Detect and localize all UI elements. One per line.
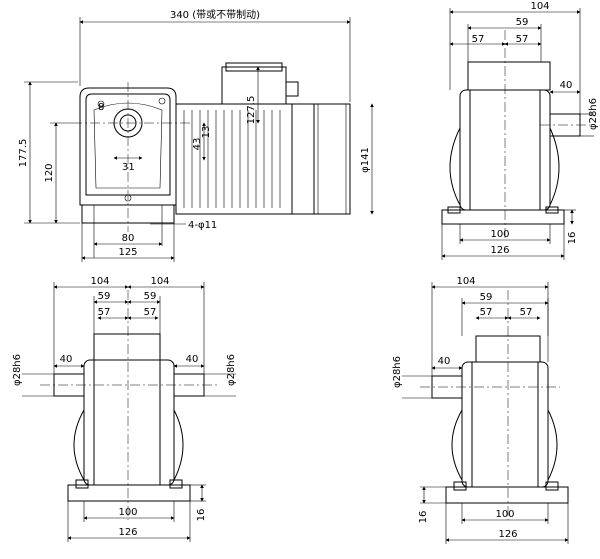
holes-label: 4-φ11: [188, 220, 217, 231]
right59-label: 59: [144, 291, 157, 302]
left57-label: 57: [480, 307, 493, 318]
shaft-dia-label: φ28h6: [392, 356, 403, 388]
shaft-left-len-label: 40: [60, 354, 73, 365]
left57-label: 57: [98, 307, 111, 318]
foot-outer-label: 126: [498, 529, 517, 540]
shaft-height-label: 120: [44, 163, 55, 182]
dim-43-label: 43: [192, 138, 203, 151]
shaft-dia-label: φ28h6: [588, 98, 599, 130]
foot-outer-label: 126: [490, 245, 509, 256]
side-view-bottom-right: 104 59 57 57 40 φ28h6 100 126 16: [392, 276, 569, 544]
side-view-bottom-left: 104 104 59 59 57 57 40 40 φ28h6 φ28h6 10…: [12, 276, 237, 542]
foot-inner-label: 100: [495, 509, 514, 520]
foot-inner-label: 80: [122, 233, 135, 244]
shaft-right-len-label: 40: [186, 354, 199, 365]
left57-label: 57: [472, 34, 485, 45]
shaft-len-label: 40: [560, 80, 573, 91]
foot-outer-label: 126: [118, 527, 137, 538]
foot-inner-label: 100: [118, 507, 137, 518]
shaft-left-dia-label: φ28h6: [12, 354, 23, 386]
foot-inner-label: 100: [490, 229, 509, 240]
half-label: 59: [516, 17, 529, 28]
cooling-fins: [183, 110, 281, 208]
overall-label: 104: [456, 276, 475, 287]
motor-body: [175, 103, 293, 215]
dim-13-label: 13: [201, 126, 212, 139]
right104-label: 104: [150, 276, 169, 287]
overall-width-label: 340 (带或不带制动): [170, 8, 260, 21]
left104-label: 104: [90, 276, 109, 287]
front-view: 340 (带或不带制动) 177.5 120 127.5 43 13 8 31 …: [18, 8, 374, 262]
side-view-top-right: 104 59 57 57 40 φ28h6 100 126 16: [441, 1, 599, 260]
shaft-right-dia-label: φ28h6: [226, 354, 237, 386]
right57-label: 57: [144, 307, 157, 318]
dim-8-label: 8: [98, 102, 104, 113]
fan-cover: [313, 103, 351, 215]
half-label: 59: [480, 292, 493, 303]
motor-height-label: 127.5: [246, 96, 257, 125]
foot-h-label: 16: [567, 232, 578, 245]
shaft-len-label: 40: [438, 356, 451, 367]
left59-label: 59: [98, 291, 111, 302]
foot-h-label: 16: [418, 511, 429, 524]
right57-label: 57: [520, 307, 533, 318]
motor-dia-label: φ141: [360, 147, 371, 173]
height-total-label: 177.5: [18, 139, 29, 168]
dim-31-label: 31: [122, 162, 135, 173]
foot-h-label: 16: [196, 509, 207, 522]
overall-label: 104: [530, 1, 549, 12]
right57-label: 57: [516, 34, 529, 45]
foot-outer-label: 125: [118, 247, 137, 258]
